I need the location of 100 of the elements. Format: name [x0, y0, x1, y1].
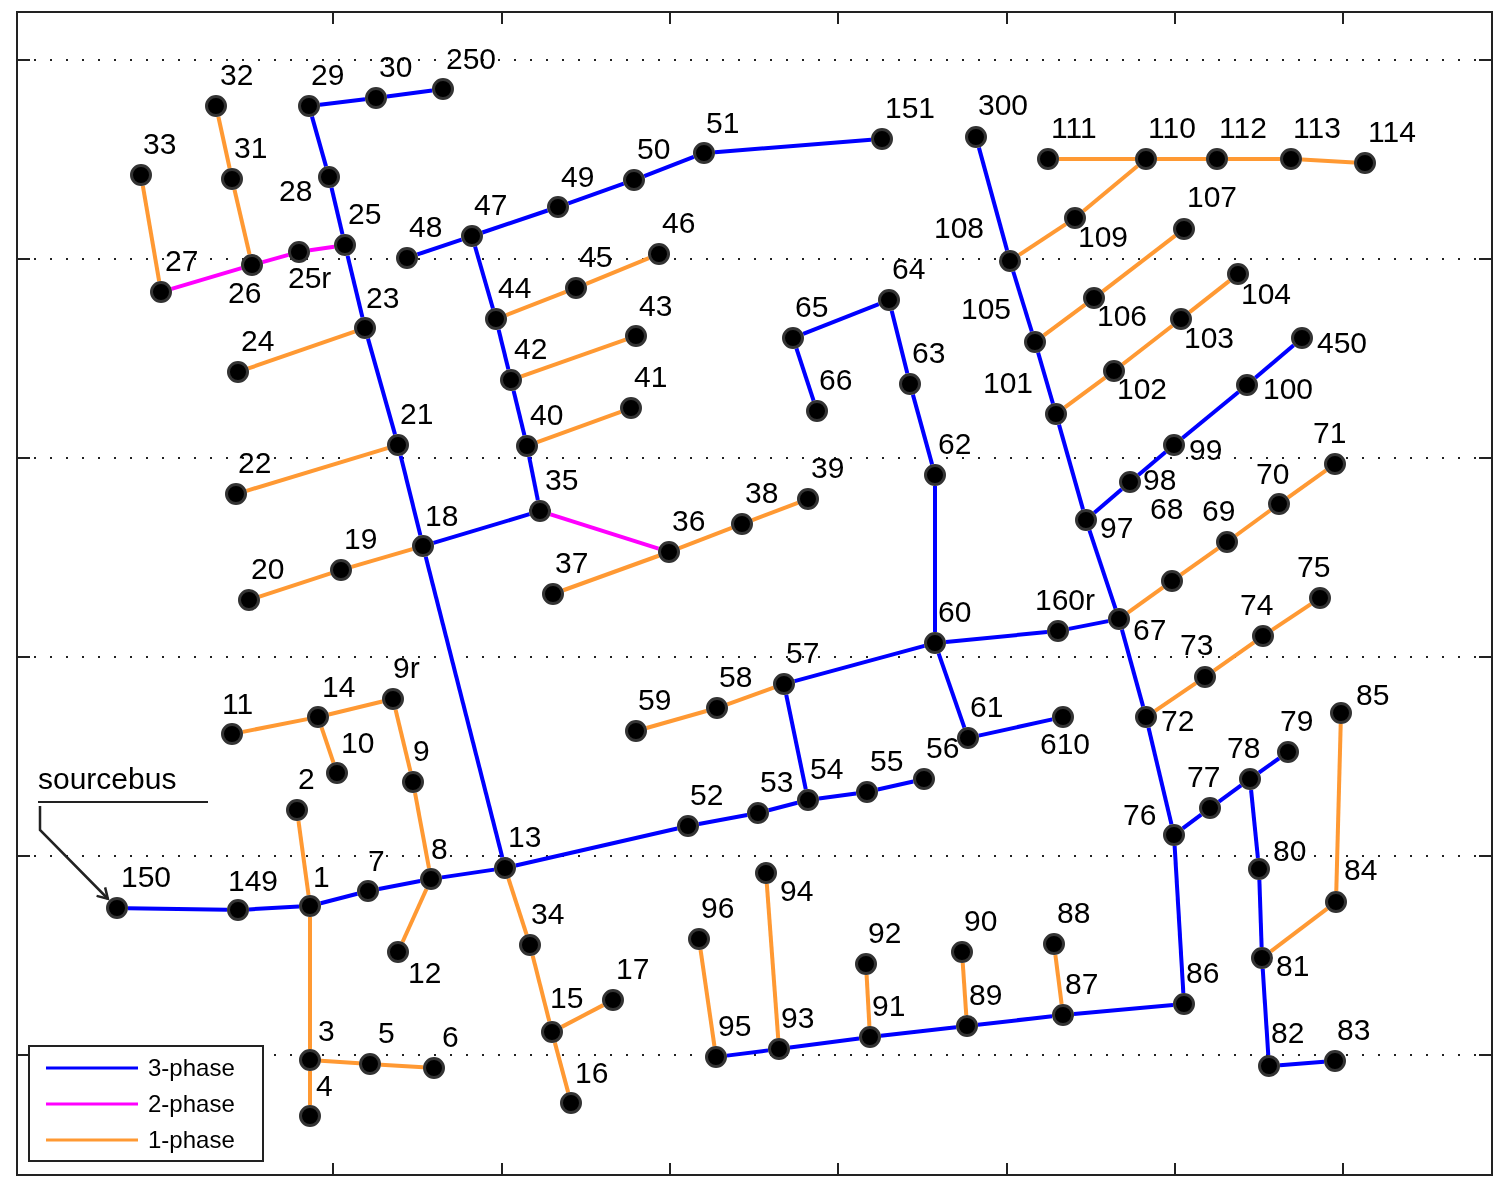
line-segment	[309, 244, 335, 253]
bus-label: 90	[964, 906, 998, 936]
bus-label: 83	[1337, 1015, 1371, 1045]
line-segment	[242, 717, 308, 734]
line-segment	[764, 883, 781, 1039]
bus-label: 30	[379, 52, 413, 82]
line-segment	[1053, 954, 1064, 1005]
line-segment	[1249, 789, 1260, 859]
bus-label: 24	[241, 326, 275, 356]
bus-label: 19	[344, 524, 378, 554]
line-segment	[530, 955, 552, 1022]
line-segment	[1057, 424, 1085, 510]
bus-label: 86	[1186, 958, 1220, 988]
bus-label: 25	[348, 199, 382, 229]
bus-label: 95	[718, 1011, 752, 1041]
bus-label: 41	[634, 362, 668, 392]
line-segment	[413, 792, 431, 869]
line-segment	[714, 137, 872, 155]
bus-label: 63	[912, 338, 946, 368]
line-segment	[1257, 756, 1281, 775]
line-segment	[794, 643, 925, 684]
bus-label: 88	[1057, 898, 1091, 928]
line-segment	[1126, 585, 1165, 615]
line-segment	[378, 879, 421, 891]
line-segment	[1301, 157, 1355, 165]
line-segment	[960, 962, 969, 1016]
bus-label: 40	[530, 400, 564, 430]
line-segment	[1254, 343, 1295, 380]
line-segment	[1036, 352, 1055, 404]
bus-label: 80	[1273, 836, 1307, 866]
line-segment	[933, 486, 937, 632]
bus-label: 77	[1187, 762, 1221, 792]
bus-label: 48	[409, 212, 443, 242]
bus-label: 98	[1143, 465, 1177, 495]
bus-label: 300	[978, 90, 1029, 120]
line-segment	[1059, 157, 1135, 161]
line-segment	[768, 800, 798, 813]
line-segment	[1157, 157, 1206, 161]
bus-label: 97	[1100, 513, 1134, 543]
line-segment	[802, 302, 880, 336]
line-segment	[1181, 390, 1240, 440]
line-segment	[552, 1042, 571, 1093]
bus-label: 42	[514, 334, 548, 364]
bus-label: 5	[378, 1018, 395, 1048]
leader-arrow	[38, 806, 110, 900]
line-segment	[945, 630, 1048, 644]
legend-label: 3-phase	[148, 1055, 235, 1080]
line-segment	[880, 1025, 957, 1038]
line-segment	[520, 337, 627, 379]
bus-label: 89	[969, 980, 1003, 1010]
line-segment	[726, 1048, 769, 1058]
line-segment	[977, 1014, 1053, 1027]
bus-label: 72	[1161, 706, 1195, 736]
line-segment	[506, 877, 529, 936]
line-segment	[296, 820, 311, 896]
line-segment	[936, 652, 967, 729]
bus-label: 3	[318, 1016, 335, 1046]
bus-label: 61	[970, 692, 1004, 722]
bus-label: 108	[934, 213, 985, 243]
line-segment	[818, 791, 857, 801]
line-segment	[1271, 602, 1312, 632]
bus-label: 70	[1256, 459, 1290, 489]
bus-label: 101	[983, 368, 1034, 398]
line-segment	[1120, 629, 1145, 707]
bus-label: 94	[780, 876, 814, 906]
bus-label: 84	[1344, 855, 1378, 885]
source-label: sourcebus	[38, 764, 208, 803]
bus-label: 25r	[288, 263, 332, 293]
line-segment	[1279, 1059, 1325, 1068]
bus-label: 74	[1240, 590, 1274, 620]
bus-label: 105	[961, 294, 1012, 324]
line-segment	[400, 888, 429, 943]
bus-label: 93	[781, 1003, 815, 1033]
bus-label: 9r	[393, 653, 420, 683]
line-segment	[562, 553, 660, 593]
line-segment	[310, 116, 328, 167]
line-segment	[789, 1036, 860, 1050]
line-segment	[127, 906, 228, 912]
line-segment	[320, 891, 358, 906]
line-segment	[1260, 968, 1271, 1056]
line-segment	[1093, 487, 1123, 515]
bus-label: 16	[575, 1058, 609, 1088]
bus-label: 250	[446, 44, 497, 74]
line-segment	[473, 246, 495, 309]
bus-label: 78	[1227, 733, 1261, 763]
line-segment	[698, 949, 717, 1047]
line-segment	[319, 97, 366, 107]
bus-label: 17	[616, 954, 650, 984]
line-segment	[423, 556, 505, 858]
bus-label: 38	[745, 478, 779, 508]
bus-label: 33	[143, 129, 177, 159]
line-segment	[527, 456, 540, 501]
bus-label: 92	[868, 918, 902, 948]
bus-label: 85	[1356, 680, 1390, 710]
bus-label: 46	[662, 208, 696, 238]
line-segment	[977, 147, 1009, 251]
bus-label: 13	[508, 822, 542, 852]
line-segment	[351, 547, 413, 569]
line-segment	[751, 501, 799, 522]
bus-label: 34	[531, 899, 565, 929]
